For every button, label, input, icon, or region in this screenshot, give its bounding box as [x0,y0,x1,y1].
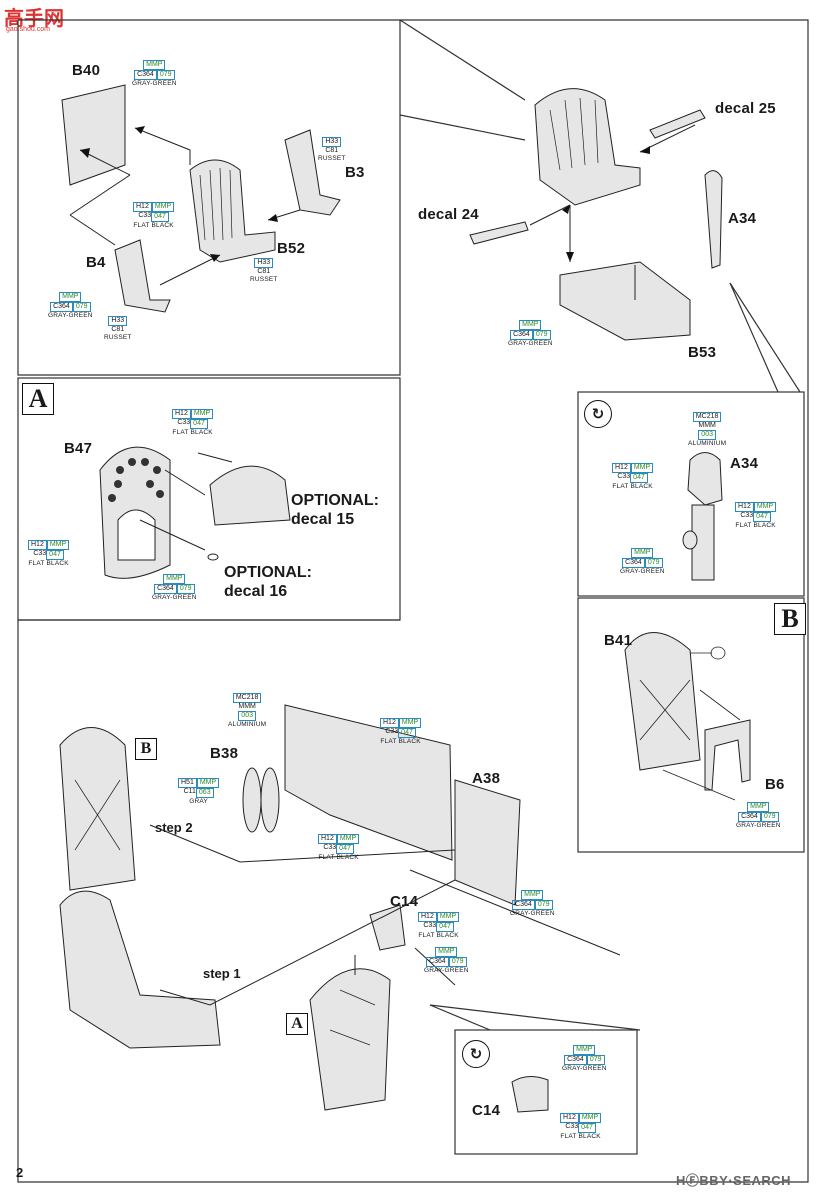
seat-step1-shape [59,890,221,1049]
rear-panel-shape [454,779,521,906]
step-1-label: step 1 [203,966,241,981]
panel-b-corner-label: B [774,603,806,635]
part-label-b47: B47 [64,440,93,457]
watermark-logo: 高手网 [4,8,64,30]
side-panel-shape [284,704,453,861]
part-label-a34-detail: A34 [730,455,759,472]
seat-assembled-shape [534,88,641,206]
final-corner-a: A [286,1013,308,1035]
final-corner-b: B [135,738,157,760]
part-b52-shape [189,159,276,263]
optional-decal-16: OPTIONAL: decal 16 [224,564,312,600]
part-b40-shape [61,84,126,186]
part-label-c14: C14 [390,893,419,910]
part-b53-shape [559,261,691,341]
rotate-view-icon: ↻ [584,400,612,428]
paint-callout-side-aluminium: MC218 MMM 003 ALUMINIUM [228,693,267,728]
part-label-b4: B4 [86,254,106,271]
panel-a-corner-label: A [22,383,54,415]
panel-a-frame [17,377,401,621]
watermark-hobby-search: HⒻBBY·SEARCH [676,1173,792,1188]
rotate-view-icon-c14: ↻ [462,1040,490,1068]
label-decal-24: decal 24 [418,206,479,223]
paint-callout-b52-russet: H33 C81 RUSSET [250,258,278,283]
paint-callout-b3: H33 C81 RUSSET [318,137,346,162]
step-2-label: step 2 [155,820,193,835]
part-label-a38: A38 [472,770,501,787]
part-label-b40: B40 [72,62,101,79]
detail-c14-shape [511,1076,549,1113]
detail-a34-frame [577,391,805,597]
page-number: 2 [16,1165,24,1180]
part-label-a34: A34 [728,210,757,227]
part-label-b53: B53 [688,344,717,361]
bulkhead-step2-shape [59,727,136,891]
detail-c14-frame [454,1029,638,1155]
paint-callout-b4-russet: H33 C81 RUSSET [104,316,132,341]
main-frame [17,19,401,376]
part-label-c14-detail: C14 [472,1102,501,1119]
bulkhead-a-shape [309,968,391,1111]
watermark-logo-sub: gao.shou.com [6,26,50,33]
paint-callout-a34-aluminium: MC218 MMM 003 ALUMINIUM [688,412,727,447]
part-label-b6: B6 [765,776,785,793]
part-b4-shape [114,239,171,313]
decal24-shape [469,221,529,245]
decal15-shape [209,465,291,526]
optional-decal-15: OPTIONAL: decal 15 [291,492,379,528]
part-a34-shape [704,170,723,269]
part-label-b41: B41 [604,632,633,649]
part-b41-shape [624,632,701,771]
part-b38-shape-b [260,767,280,833]
part-label-b52: B52 [277,240,306,257]
decal25-shape [649,109,706,139]
part-label-b3: B3 [345,164,365,181]
part-c14-shape [369,904,406,951]
part-b38-shape-a [242,767,262,833]
label-decal-25: decal 25 [715,100,776,117]
panel-b-frame [577,597,805,853]
part-b6-shape [704,719,751,791]
part-label-b38: B38 [210,745,239,762]
